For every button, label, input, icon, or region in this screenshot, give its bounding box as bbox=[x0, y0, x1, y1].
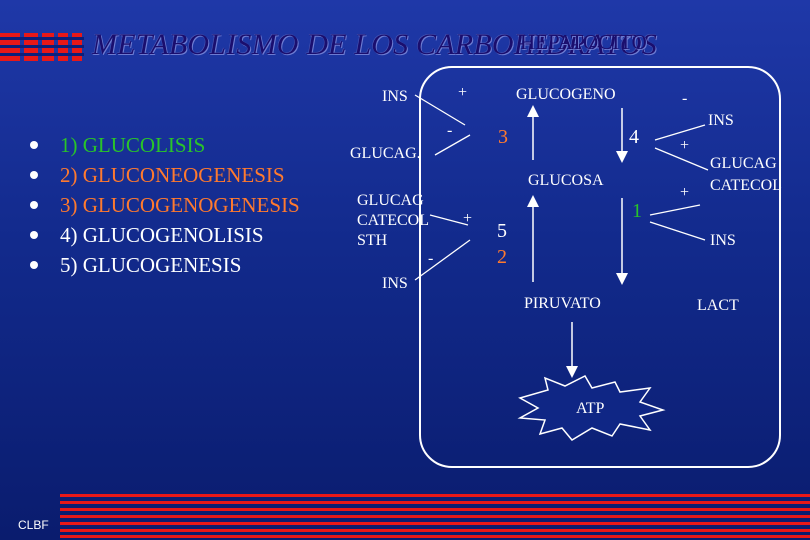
left-glucag: GLUCAG. bbox=[350, 145, 421, 162]
bullet-text: 5) GLUCOGENESIS bbox=[60, 252, 242, 277]
list-item: 5) GLUCOGENESIS bbox=[30, 250, 300, 280]
left-glucag-line-1: GLUCAG bbox=[357, 192, 424, 209]
atp-star-icon bbox=[517, 375, 666, 441]
left-minus-mid: - bbox=[428, 250, 434, 267]
pathway-number-4: 4 bbox=[629, 126, 639, 148]
pathway-number-2: 2 bbox=[497, 246, 507, 268]
node-glucogeno: GLUCOGENO bbox=[516, 86, 616, 103]
right-minus: - bbox=[682, 90, 688, 107]
bullet-dot-icon bbox=[30, 141, 38, 149]
bullet-list: 1) GLUCOLISIS 2) GLUCONEOGENESIS 3) GLUC… bbox=[30, 130, 300, 280]
right-ins-top: INS bbox=[708, 112, 734, 129]
node-piruvato: PIRUVATO bbox=[524, 295, 601, 312]
bullet-dot-icon bbox=[30, 231, 38, 239]
list-item: 2) GLUCONEOGENESIS bbox=[30, 160, 300, 190]
left-ins-top: INS bbox=[382, 88, 408, 105]
bullet-text: 3) GLUCOGENOGENESIS bbox=[60, 192, 300, 217]
bullet-text: 1) GLUCOLISIS bbox=[60, 132, 206, 157]
left-plus-top: + bbox=[458, 84, 468, 101]
left-glucag-line-2: CATECOL bbox=[357, 212, 429, 229]
list-item: 3) GLUCOGENOGENESIS bbox=[30, 190, 300, 220]
right-glucag-line-1: GLUCAG bbox=[710, 155, 777, 172]
left-plus-mid: + bbox=[463, 210, 473, 227]
left-regulator-lines bbox=[414, 94, 471, 281]
bullet-text: 2) GLUCONEOGENESIS bbox=[60, 162, 285, 187]
bullet-dot-icon bbox=[30, 171, 38, 179]
bottom-stripes-icon bbox=[60, 494, 810, 538]
bullet-dot-icon bbox=[30, 261, 38, 269]
pathway-arrows bbox=[527, 105, 628, 378]
node-lact: LACT bbox=[697, 297, 739, 314]
cell-subtitle: HEPATOCITO bbox=[520, 30, 647, 54]
pathway-number-3: 3 bbox=[498, 126, 508, 148]
pathway-number-5: 5 bbox=[497, 220, 507, 242]
bullet-dot-icon bbox=[30, 201, 38, 209]
right-regulator-lines bbox=[649, 124, 709, 241]
page-title: METABOLISMO DE LOS CARBOHIDRATOS bbox=[92, 28, 657, 61]
left-glucag-line-3: STH bbox=[357, 232, 388, 249]
list-item: 1) GLUCOLISIS bbox=[30, 130, 300, 160]
right-ins-mid: INS bbox=[710, 232, 736, 249]
node-glucosa: GLUCOSA bbox=[528, 172, 604, 189]
right-glucag-line-2: CATECOL bbox=[710, 177, 782, 194]
hepatocyte-cell-outline bbox=[419, 66, 781, 468]
left-ins-bottom: INS bbox=[382, 275, 408, 292]
right-plus-mid: + bbox=[680, 184, 690, 201]
left-minus-top: - bbox=[447, 122, 453, 139]
logo-stripes-icon bbox=[0, 33, 84, 61]
bullet-text: 4) GLUCOGENOLISIS bbox=[60, 222, 264, 247]
node-atp: ATP bbox=[576, 400, 605, 417]
pathway-number-1: 1 bbox=[632, 200, 642, 222]
corner-label: CLBF bbox=[18, 518, 49, 532]
list-item: 4) GLUCOGENOLISIS bbox=[30, 220, 300, 250]
right-plus-top: + bbox=[680, 137, 690, 154]
